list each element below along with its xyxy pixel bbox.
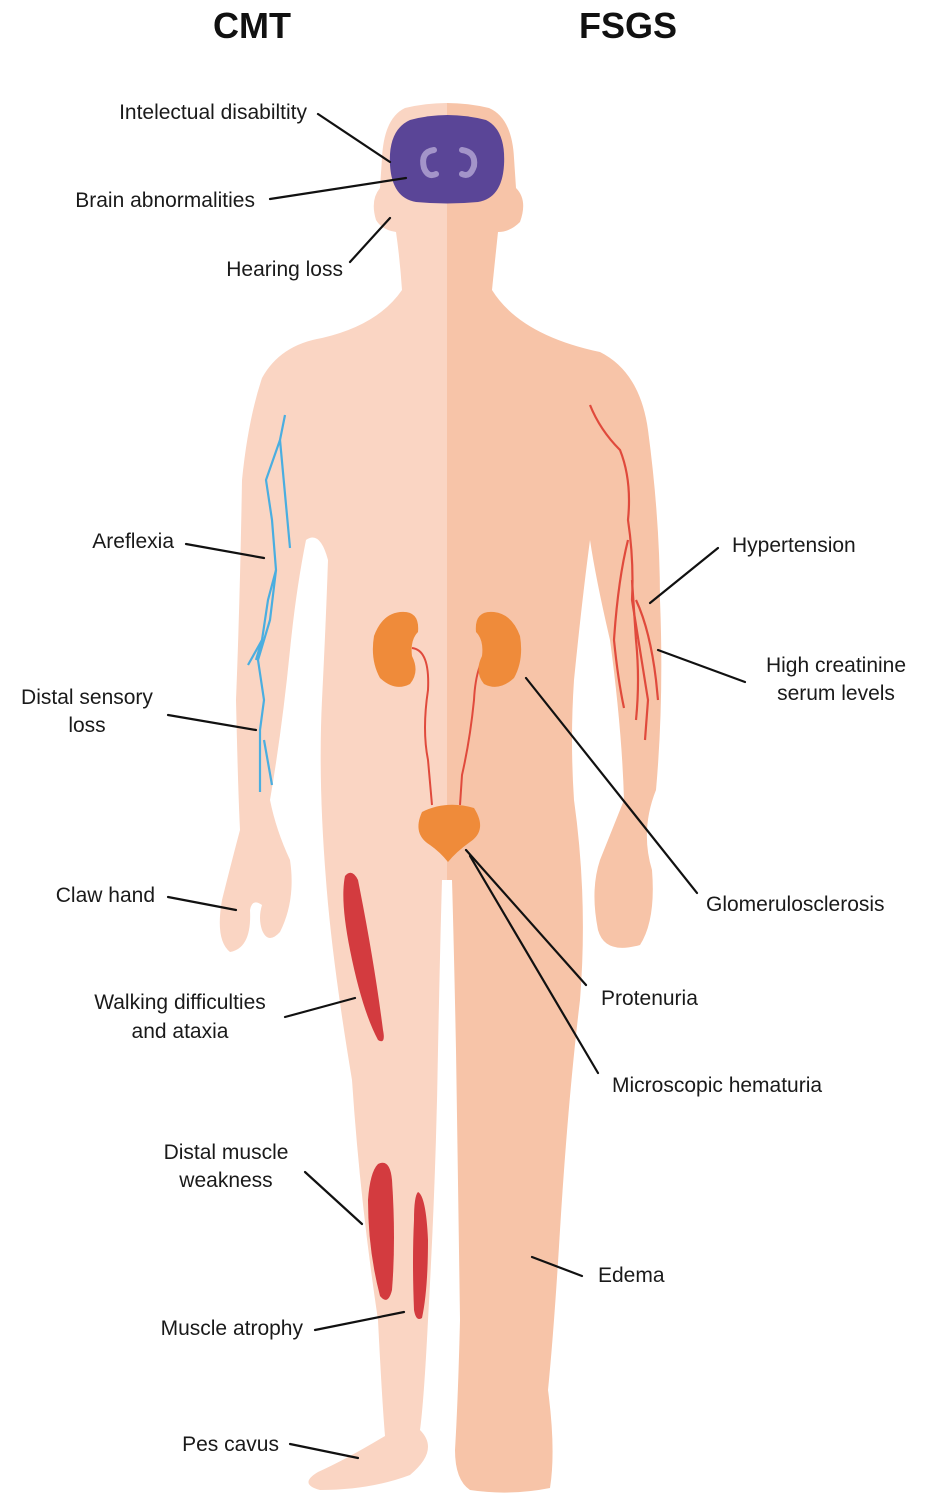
label-glomerulosclerosis: Glomerulosclerosis [706,893,885,916]
label-protenuria: Protenuria [601,987,698,1010]
label-claw-hand: Claw hand [56,884,155,907]
label-creatinine-line2: serum levels [777,682,895,705]
calf-muscle-1 [368,1163,394,1300]
label-pes-cavus: Pes cavus [182,1433,279,1456]
label-microscopic-hematuria: Microscopic hematuria [612,1074,822,1097]
label-hypertension: Hypertension [732,534,856,557]
label-distal-sensory-loss-line1: Distal sensory [21,686,153,709]
label-distal-muscle-line2: weakness [178,1169,272,1192]
label-walking-line1: Walking difficulties [94,991,266,1014]
label-edema: Edema [598,1264,665,1287]
label-walking-line2: and ataxia [132,1020,229,1043]
brain [390,115,504,204]
label-hearing-loss: Hearing loss [226,258,343,281]
label-brain-abnormalities: Brain abnormalities [75,189,255,212]
header-cmt: CMT [213,5,291,46]
label-areflexia: Areflexia [92,530,174,553]
label-distal-sensory-loss-line2: loss [68,714,105,737]
label-intellectual-disability: Intelectual disabiltity [119,101,307,124]
body-left-half [220,103,662,1493]
label-distal-muscle-line1: Distal muscle [164,1141,289,1164]
label-muscle-atrophy: Muscle atrophy [161,1317,304,1340]
header-fsgs: FSGS [579,5,677,46]
label-creatinine-line1: High creatinine [766,654,906,677]
